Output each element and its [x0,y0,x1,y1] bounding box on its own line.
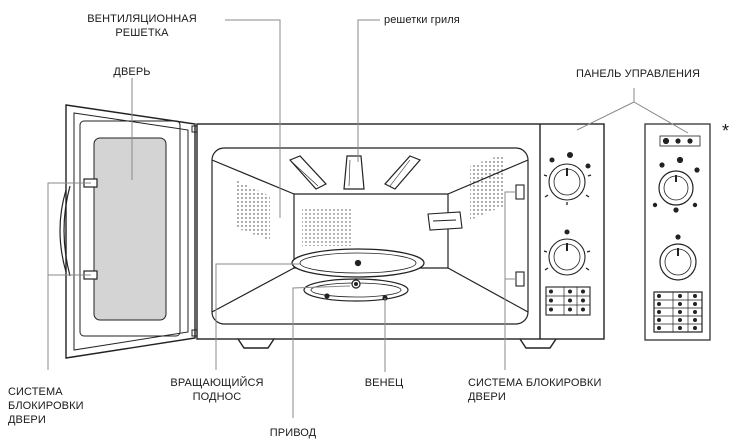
vent-perforations [236,154,504,246]
leader-door-lock-left [47,182,91,370]
label-control-panel: ПАНЕЛЬ УПРАВЛЕНИЯ [575,68,701,80]
label-vent-grille: ВЕНТИЛЯЦИОННАЯ РЕШЕТКА [87,13,197,39]
roller-ring [303,278,409,302]
leader-lines [47,19,689,418]
leader-drive [292,285,351,418]
label-roller-ring: ВЕНЕЦ [364,377,404,389]
label-grill-racks: решетки гриля [384,14,460,26]
leader-grill-racks [357,19,380,162]
door-window [93,137,167,321]
leader-turntable [215,263,300,370]
control-panel [543,151,592,316]
label-drive: ПРИВОД [269,427,317,439]
turntable-tray [291,248,425,278]
alt-control-panel [644,123,711,341]
label-door-lock-left: СИСТЕМА БЛОКИРОВКИ ДВЕРИ [8,386,84,426]
leader-door-lock-right [504,191,516,370]
leader-vent-grille [225,19,281,218]
label-door-lock-right: СИСТЕМА БЛОКИРОВКИ ДВЕРИ [468,377,602,403]
door [65,104,199,359]
grill-racks [288,155,422,190]
lamp-cover [427,211,463,231]
oven-body [196,123,605,349]
label-door: ДВЕРЬ [113,66,151,78]
label-asterisk: * [722,121,730,141]
label-turntable: ВРАЩАЮЩИЙСЯ ПОДНОС [170,377,264,403]
